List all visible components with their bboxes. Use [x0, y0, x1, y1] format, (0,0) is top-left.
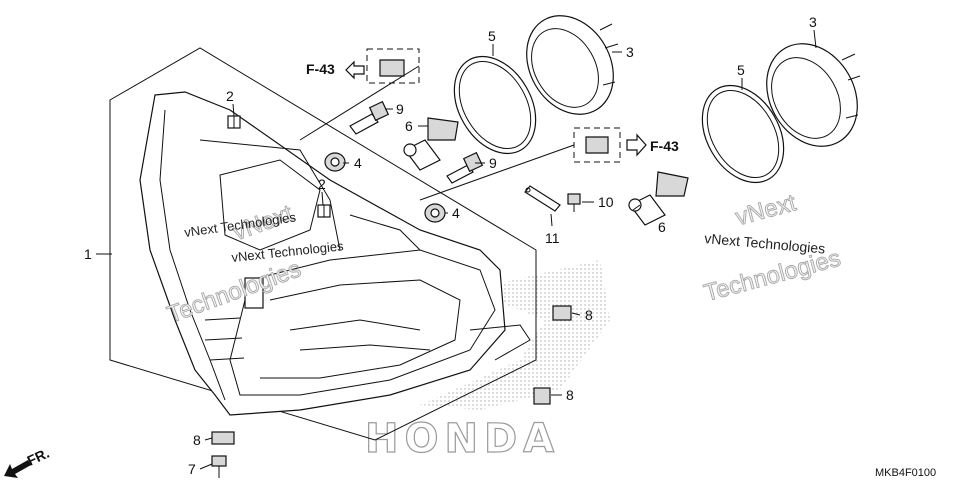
clip-8c: [211, 431, 235, 445]
honda-wing-mark: HONDA: [364, 260, 610, 463]
hollow-arrow-right-icon: [626, 133, 647, 157]
front-indicator: FR.: [4, 445, 52, 478]
callout-2b: 2: [318, 176, 326, 192]
screw-10: [567, 193, 581, 212]
ref-label-right: F-43: [650, 138, 679, 154]
hollow-arrow-left-icon: [345, 60, 365, 80]
bolt-9a: [349, 100, 390, 135]
honda-brand-watermark: HONDA: [365, 416, 560, 462]
leader-lines: [96, 29, 817, 470]
callout-8c: 8: [193, 432, 201, 448]
clip-8a: [552, 305, 572, 321]
screw-2a: [227, 115, 241, 129]
ref-box-right: [573, 127, 621, 163]
reference-right: F-43: [626, 133, 679, 157]
part-callouts: 1 2 2 3 3 4 4 5 5 6 6 7 8 8 8 9 9 10 11: [84, 14, 817, 477]
callout-8b: 8: [566, 387, 574, 403]
ref-box-left: [366, 48, 420, 84]
front-direction-arrow-icon: [4, 460, 31, 478]
diagram-code: MKB4F0100: [875, 467, 936, 479]
watermark-right-line1: vNext: [733, 189, 800, 231]
screw-7: [211, 455, 227, 478]
dust-cover-3a: [526, 15, 619, 115]
callout-9a: 9: [396, 101, 404, 117]
callout-10: 10: [598, 194, 614, 210]
headlight-unit: [139, 91, 531, 416]
callout-3a: 3: [626, 44, 634, 60]
strap-11: [524, 185, 561, 212]
callout-9b: 9: [489, 155, 497, 171]
callout-5a: 5: [488, 28, 496, 44]
grommet-4b: [424, 203, 446, 223]
assembly-outline: [109, 47, 537, 441]
callout-7: 7: [188, 461, 196, 477]
callout-6a: 6: [405, 118, 413, 134]
seal-ring-5a: [453, 55, 537, 155]
screw-2b: [317, 204, 331, 218]
watermark-right-small: vNext Technologies: [704, 230, 826, 256]
grommet-4a: [324, 152, 346, 172]
callout-6b: 6: [658, 219, 666, 235]
callout-5b: 5: [737, 62, 745, 78]
bulb-6b: [628, 171, 689, 226]
callout-2a: 2: [226, 88, 234, 104]
bolt-9b: [446, 151, 484, 184]
reference-left: F-43: [306, 60, 365, 80]
front-label: FR.: [25, 445, 52, 469]
callout-11: 11: [545, 230, 560, 246]
callout-1: 1: [84, 246, 92, 262]
callout-3b: 3: [809, 14, 817, 30]
seal-ring-5b: [701, 84, 785, 184]
callout-4a: 4: [354, 155, 362, 171]
callout-8a: 8: [585, 307, 593, 323]
bulb-6a: [403, 117, 459, 171]
ref-label-left: F-43: [306, 61, 335, 77]
clip-8b: [533, 387, 551, 405]
dust-cover-3b: [766, 43, 861, 147]
callout-4b: 4: [452, 205, 460, 221]
